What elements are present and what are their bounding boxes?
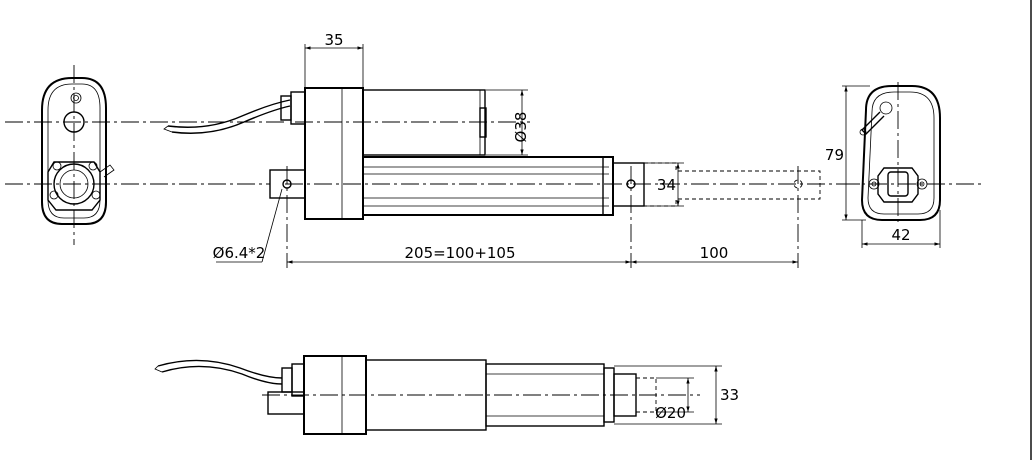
rod-front-end [612, 162, 645, 207]
right-end-view: 79 42 [825, 82, 985, 248]
top-wire-upper [157, 359, 283, 379]
top-wire-end [154, 365, 163, 373]
gearbox-housing [304, 87, 364, 220]
right-screw-left-hole [871, 181, 877, 187]
mount-screw-br [91, 190, 101, 200]
main-bore-inner [59, 169, 89, 199]
housing-outline [41, 77, 107, 225]
dim-205-label: 205=100+105 [404, 244, 515, 262]
rear-clevis [269, 169, 306, 199]
motor-end-boss [479, 107, 487, 138]
front-view: 35 Ø38 34 205=100+105 100 Ø6.4*2 [163, 31, 860, 268]
dim-64-leader [261, 188, 283, 263]
right-screw-left [868, 178, 880, 190]
top-gland-body [291, 363, 305, 397]
left-end-view [5, 65, 285, 245]
top-screw-circle [70, 92, 82, 104]
main-bore-outer [53, 163, 95, 205]
right-mount-block [877, 167, 919, 203]
dim-42-label: 42 [891, 226, 910, 244]
right-square-nut [887, 171, 909, 197]
dim-33-label: 33 [720, 386, 739, 404]
dim-100-label: 100 [700, 244, 729, 262]
top-screw-hole [73, 95, 79, 101]
rod-extended-phantom [644, 162, 821, 207]
wire-upper [167, 99, 291, 128]
dim-64-label: Ø6.4*2 [213, 244, 266, 262]
upper-bore-circle [63, 111, 85, 133]
right-housing-inner [867, 91, 935, 215]
mount-screw-tl [52, 161, 62, 171]
top-view: Ø20 33 [154, 355, 739, 435]
motor-body [362, 89, 486, 156]
wire-lower [171, 105, 291, 134]
right-housing-outline [860, 85, 941, 221]
dim-35-label: 35 [324, 31, 343, 49]
mount-screw-bl [49, 190, 59, 200]
dim-20-label: Ø20 [655, 404, 686, 422]
right-gland-circle [879, 101, 893, 115]
dim-34-label: 34 [657, 176, 676, 194]
dim-38-label: Ø38 [512, 112, 530, 143]
right-screw-right [916, 178, 928, 190]
cable-gland-body [290, 91, 306, 125]
right-screw-right-hole [919, 181, 925, 187]
right-cable-end [859, 128, 867, 136]
right-cable-outlet [861, 111, 885, 135]
motor-mount-plate [47, 161, 101, 211]
wire-end [163, 125, 173, 133]
top-gland-nut [281, 367, 293, 393]
mount-screw-tr [88, 161, 98, 171]
top-wire-lower [161, 365, 283, 385]
dim-79-label: 79 [825, 146, 844, 164]
cable-stub [99, 164, 115, 178]
